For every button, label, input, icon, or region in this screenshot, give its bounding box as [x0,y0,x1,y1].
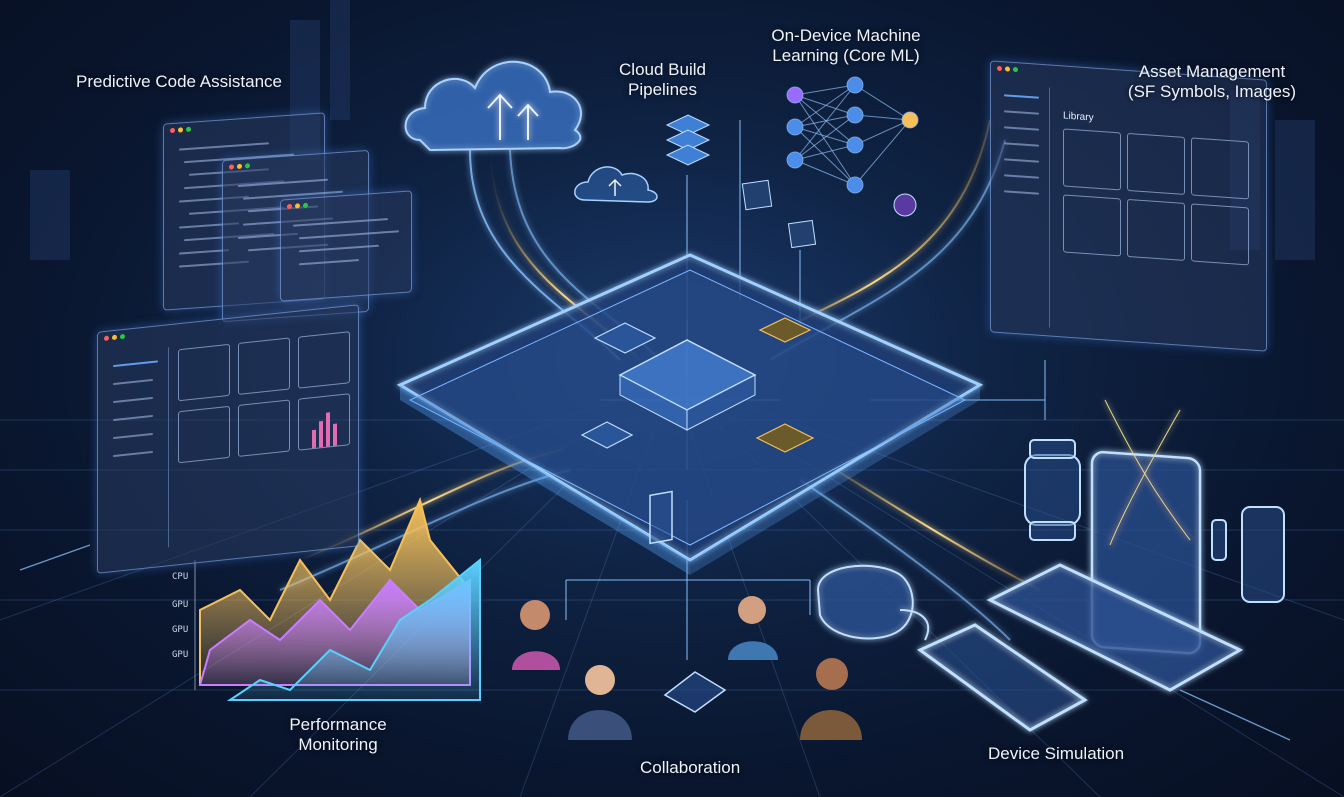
panel-sidebar [108,347,169,554]
people [512,596,862,740]
phone-icon [1211,506,1285,603]
build-stack [665,114,711,166]
label-predictive-code: Predictive Code Assistance [76,72,282,91]
label-core-ml: On-Device Machine Learning (Core ML) [771,26,921,66]
vision-headset-icon [816,564,930,641]
ml-glyphs [741,179,917,249]
instruments-panel [97,304,359,574]
image-tile[interactable] [1127,198,1185,261]
perf-axis-label: CPU [172,572,189,582]
collaboration-tile [649,490,727,713]
asset-library-panel: Library [990,60,1267,352]
perf-axis-label: GPU [172,650,189,660]
arrows-icon [178,343,230,402]
label-asset-management: Asset Management (SF Symbols, Images) [1127,62,1297,102]
asset-grid [1063,128,1249,266]
cross-icon [298,331,350,389]
window-controls [229,163,250,170]
cloud-icon [574,166,658,203]
code-panel-front [280,190,412,302]
label-cloud-build: Cloud Build Pipelines [619,60,706,100]
label-device-simulation: Device Simulation [988,744,1125,763]
performance-chart [194,496,481,701]
image-tile[interactable] [1191,203,1249,266]
sf-symbol-tile[interactable] [1063,128,1121,191]
hub-cube [618,339,757,431]
perf-axis-label: GPU [172,625,189,635]
platform-nodes [580,317,815,453]
grid-icon [178,405,230,464]
window-controls [287,202,308,210]
window-controls [997,65,1018,73]
sf-symbol-tile[interactable] [1127,132,1185,195]
perf-axis-label: GPU [172,600,189,610]
cube-icon[interactable] [1191,137,1249,200]
atom-icon [238,337,290,395]
graph-icon [238,399,290,457]
cloud-upload-icon [404,60,582,152]
asset-sidebar [999,83,1050,328]
label-performance: Performance Monitoring [289,715,387,755]
bar-chart-icon [298,393,350,451]
window-controls [170,126,191,134]
neural-network-icon [786,76,919,194]
window-controls [104,333,125,342]
asset-panel-title: Library [1063,110,1094,124]
device-large [917,563,1244,732]
watch-icon [1024,439,1081,541]
sf-symbol-tile[interactable] [1063,194,1121,257]
tool-tiles [178,331,350,464]
label-collaboration: Collaboration [640,758,741,777]
